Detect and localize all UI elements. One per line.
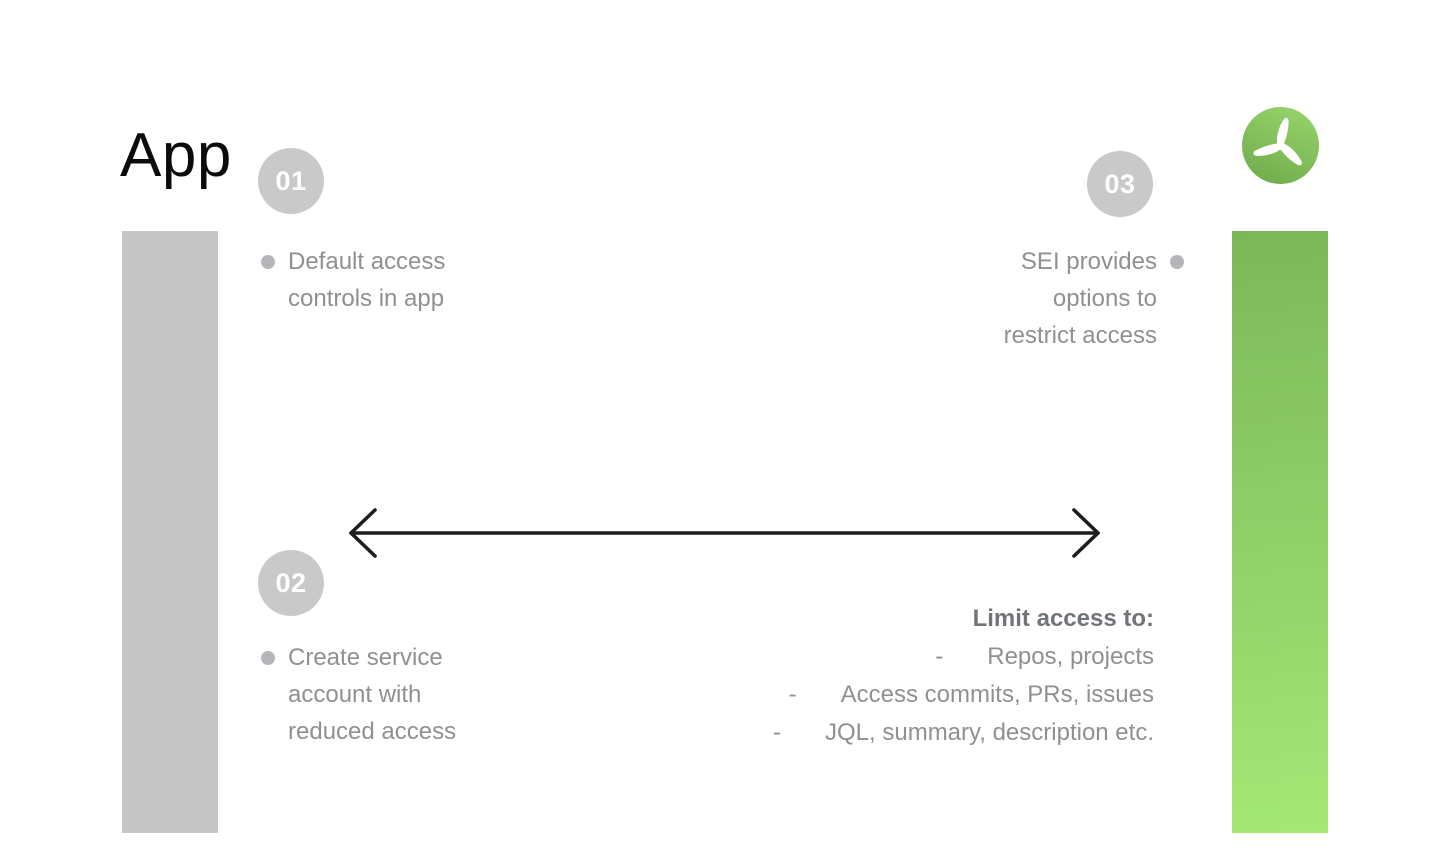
step-1-text: Default access controls in app (288, 243, 445, 317)
step-1-line-2: controls in app (288, 285, 445, 312)
limit-item-commits: - Access commits, PRs, issues (773, 676, 1154, 714)
limit-item-jql: - JQL, summary, description etc. (773, 714, 1154, 752)
limit-item-commits-text: Access commits, PRs, issues (840, 681, 1154, 708)
page-title: App (120, 121, 232, 190)
step-1-line-1: Default access (288, 248, 446, 275)
step-2-line-2: account with (288, 681, 422, 708)
sei-green-bar (1232, 231, 1328, 833)
step-2-line-3: reduced access (288, 718, 457, 745)
dash-bullet: - (788, 681, 797, 708)
limit-access-list: Limit access to: - Repos, projects - Acc… (773, 600, 1154, 752)
limit-item-repos: - Repos, projects (773, 638, 1154, 676)
step-badge-02-label: 02 (275, 567, 307, 598)
dash-bullet: - (773, 719, 781, 746)
bullet-icon (261, 255, 275, 269)
app-gray-bar (122, 231, 218, 833)
step-badge-02: 02 (258, 550, 324, 616)
sei-propeller-logo (1242, 107, 1319, 184)
step-3-line-2: options to (1052, 285, 1157, 312)
step-2-line-1: Create service (288, 644, 443, 671)
limit-access-title: Limit access to: (972, 605, 1154, 632)
bullet-icon (261, 651, 275, 665)
step-1-item: Default access controls in app (261, 243, 445, 317)
step-2-text: Create service account with reduced acce… (288, 639, 456, 750)
step-badge-03-label: 03 (1104, 168, 1136, 199)
double-arrow-icon (349, 508, 1100, 558)
bullet-icon (1170, 255, 1184, 269)
step-badge-01: 01 (258, 148, 324, 214)
step-3-line-3: restrict access (1003, 322, 1157, 349)
step-3-text: SEI provides options to restrict access (1004, 243, 1157, 354)
limit-item-repos-text: Repos, projects (987, 643, 1154, 670)
step-badge-03: 03 (1087, 151, 1153, 217)
step-3-line-1: SEI provides (1020, 248, 1157, 275)
step-3-item: SEI provides options to restrict access (1004, 243, 1184, 354)
step-badge-01-label: 01 (275, 165, 307, 196)
step-2-item: Create service account with reduced acce… (261, 639, 456, 750)
dash-bullet: - (935, 643, 944, 670)
limit-item-jql-text: JQL, summary, description etc. (825, 719, 1154, 746)
